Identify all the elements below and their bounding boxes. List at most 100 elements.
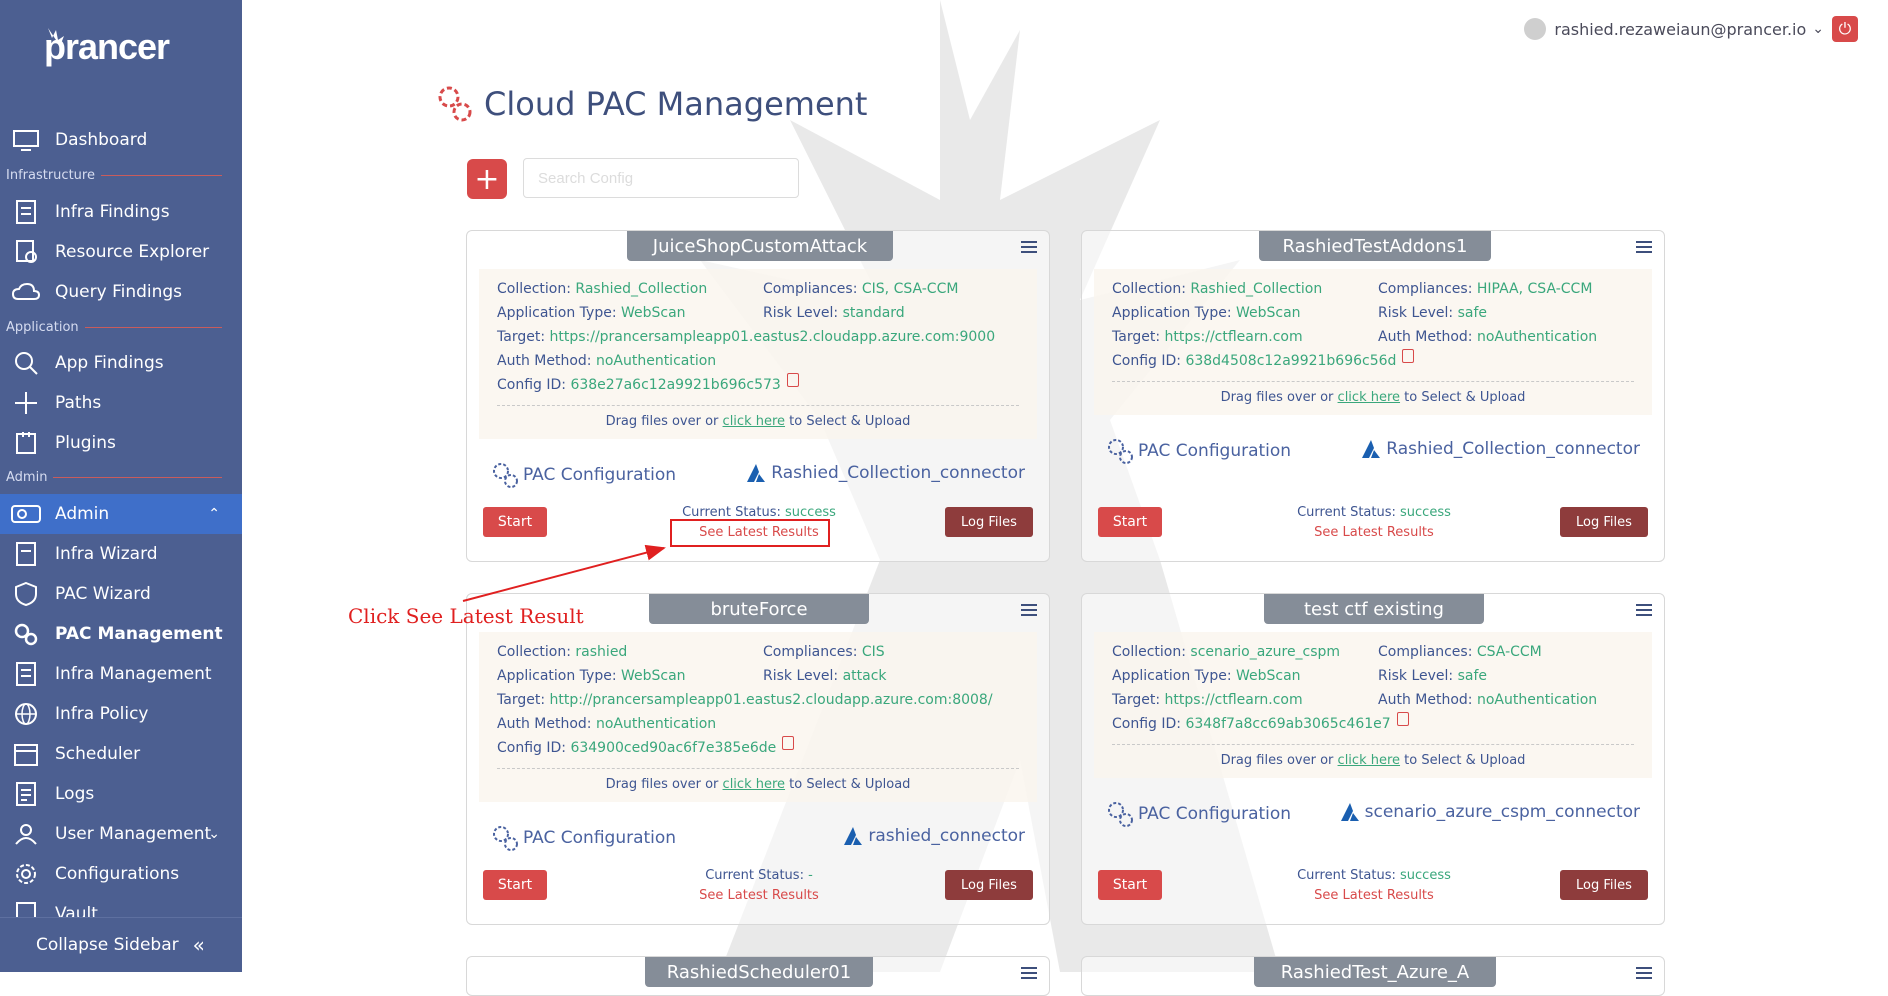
sidebar-item-resource-explorer[interactable]: Resource Explorer — [0, 232, 242, 272]
sidebar-item-infra-findings[interactable]: Infra Findings — [0, 192, 242, 232]
current-status: Current Status: success — [1297, 505, 1451, 520]
upload-link[interactable]: click here — [722, 414, 786, 429]
pac-configuration-link[interactable]: PAC Configuration — [491, 461, 676, 489]
sidebar-item-label: Query Findings — [55, 282, 183, 302]
double-chevron-left-icon: « — [192, 933, 205, 957]
sidebar-item-query-findings[interactable]: Query Findings — [0, 272, 242, 312]
azure-icon — [844, 827, 863, 845]
sidebar-item-label: Scheduler — [55, 744, 141, 764]
pac-configuration-link[interactable]: PAC Configuration — [491, 824, 676, 852]
wizard-icon — [11, 541, 41, 567]
sidebar-item-logs[interactable]: Logs — [0, 774, 242, 814]
menu-icon[interactable] — [1021, 967, 1037, 982]
app-type-label: Application Type: — [497, 305, 617, 321]
sidebar-item-paths[interactable]: Paths — [0, 383, 242, 423]
page-title-text: Cloud PAC Management — [484, 85, 868, 123]
card-title: JuiceShopCustomAttack — [627, 231, 893, 261]
section-infrastructure: Infrastructure — [6, 168, 222, 183]
list-icon — [11, 199, 41, 225]
sidebar-item-plugins[interactable]: Plugins — [0, 423, 242, 463]
upload-link[interactable]: click here — [1337, 390, 1401, 405]
start-button[interactable]: Start — [1098, 507, 1162, 537]
gears-icon — [11, 621, 41, 647]
sidebar-item-scheduler[interactable]: Scheduler — [0, 734, 242, 774]
search-input[interactable] — [523, 158, 799, 198]
gears-icon — [1108, 439, 1133, 464]
power-icon[interactable]: ⏻ — [1832, 16, 1858, 42]
menu-icon[interactable] — [1021, 604, 1037, 619]
auth-value: noAuthentication — [595, 353, 717, 369]
pac-card: RashiedScheduler01 — [466, 956, 1050, 996]
collapse-sidebar-button[interactable]: Collapse Sidebar « — [0, 917, 242, 972]
copy-icon[interactable] — [1396, 712, 1409, 726]
sidebar-item-pac-management[interactable]: PAC Management — [0, 614, 242, 654]
sidebar-item-infra-management[interactable]: Infra Management — [0, 654, 242, 694]
log-files-button[interactable]: Log Files — [945, 870, 1033, 900]
start-button[interactable]: Start — [1098, 870, 1162, 900]
connector-link[interactable]: rashied_connector — [844, 826, 1025, 846]
risk-value: standard — [842, 305, 905, 321]
see-latest-results-link[interactable]: See Latest Results — [699, 525, 819, 540]
copy-icon[interactable] — [786, 373, 799, 387]
sidebar-item-label: Infra Findings — [55, 202, 170, 222]
log-files-button[interactable]: Log Files — [945, 507, 1033, 537]
connector-link[interactable]: scenario_azure_cspm_connector — [1340, 802, 1640, 822]
current-status: Current Status: success — [1297, 868, 1451, 883]
pac-card: RashiedTestAddons1 Collection: Rashied_C… — [1081, 230, 1665, 562]
compliances-value: CIS, CSA-CCM — [861, 281, 959, 297]
sidebar-item-user-management[interactable]: User Management ⌄ — [0, 814, 242, 854]
annotation-callout: Click See Latest Result — [348, 604, 584, 628]
brand-logo-text[interactable]: prancer — [44, 26, 170, 67]
upload-dropzone[interactable]: Drag files over or click here to Select … — [1112, 744, 1634, 778]
sidebar-item-configurations[interactable]: Configurations — [0, 854, 242, 894]
sidebar-item-label: Configurations — [55, 864, 180, 884]
chevron-up-icon: ⌃ — [208, 506, 220, 522]
upload-dropzone[interactable]: Drag files over or click here to Select … — [497, 405, 1019, 439]
log-files-button[interactable]: Log Files — [1560, 870, 1648, 900]
start-button[interactable]: Start — [483, 870, 547, 900]
see-latest-results-link[interactable]: See Latest Results — [1314, 888, 1434, 903]
upload-link[interactable]: click here — [1337, 753, 1401, 768]
sidebar-item-infra-policy[interactable]: Infra Policy — [0, 694, 242, 734]
card-title: RashiedTestAddons1 — [1259, 231, 1491, 261]
annotation-highlight-box — [670, 519, 830, 547]
menu-icon[interactable] — [1636, 967, 1652, 982]
user-menu[interactable]: rashied.rezaweiaun@prancer.io ⌄ ⏻ — [1524, 16, 1858, 42]
section-application: Application — [6, 320, 222, 335]
pac-configuration-link[interactable]: PAC Configuration — [1106, 800, 1291, 828]
prancer-logo[interactable] — [34, 22, 204, 82]
menu-icon[interactable] — [1636, 241, 1652, 256]
sidebar-item-label: Dashboard — [55, 130, 148, 150]
see-latest-results-link[interactable]: See Latest Results — [1314, 525, 1434, 540]
azure-icon — [1362, 440, 1381, 458]
globe-icon — [11, 701, 41, 727]
sidebar-item-app-findings[interactable]: App Findings — [0, 343, 242, 383]
upload-link[interactable]: click here — [722, 777, 786, 792]
connector-link[interactable]: Rashied_Collection_connector — [747, 463, 1025, 483]
copy-icon[interactable] — [1402, 349, 1415, 363]
upload-dropzone[interactable]: Drag files over or click here to Select … — [1112, 381, 1634, 415]
connector-link[interactable]: Rashied_Collection_connector — [1362, 439, 1640, 459]
sidebar-item-label: Paths — [55, 393, 102, 413]
dashboard-icon — [11, 127, 41, 153]
target-label: Target: — [497, 329, 546, 345]
menu-icon[interactable] — [1636, 604, 1652, 619]
upload-dropzone[interactable]: Drag files over or click here to Select … — [497, 768, 1019, 802]
add-config-button[interactable]: + — [467, 159, 507, 199]
admin-icon — [11, 501, 41, 527]
log-files-button[interactable]: Log Files — [1560, 507, 1648, 537]
sidebar-item-infra-wizard[interactable]: Infra Wizard — [0, 534, 242, 574]
see-latest-results-link[interactable]: See Latest Results — [699, 888, 819, 903]
paths-icon — [11, 390, 41, 416]
sidebar-item-dashboard[interactable]: Dashboard — [0, 120, 242, 160]
pac-configuration-link[interactable]: PAC Configuration — [1106, 437, 1291, 465]
list-icon — [11, 661, 41, 687]
start-button[interactable]: Start — [483, 507, 547, 537]
copy-icon[interactable] — [782, 736, 795, 750]
sidebar-item-pac-wizard[interactable]: PAC Wizard — [0, 574, 242, 614]
sidebar-item-admin[interactable]: Admin ⌃ — [0, 494, 242, 534]
menu-icon[interactable] — [1021, 241, 1037, 256]
